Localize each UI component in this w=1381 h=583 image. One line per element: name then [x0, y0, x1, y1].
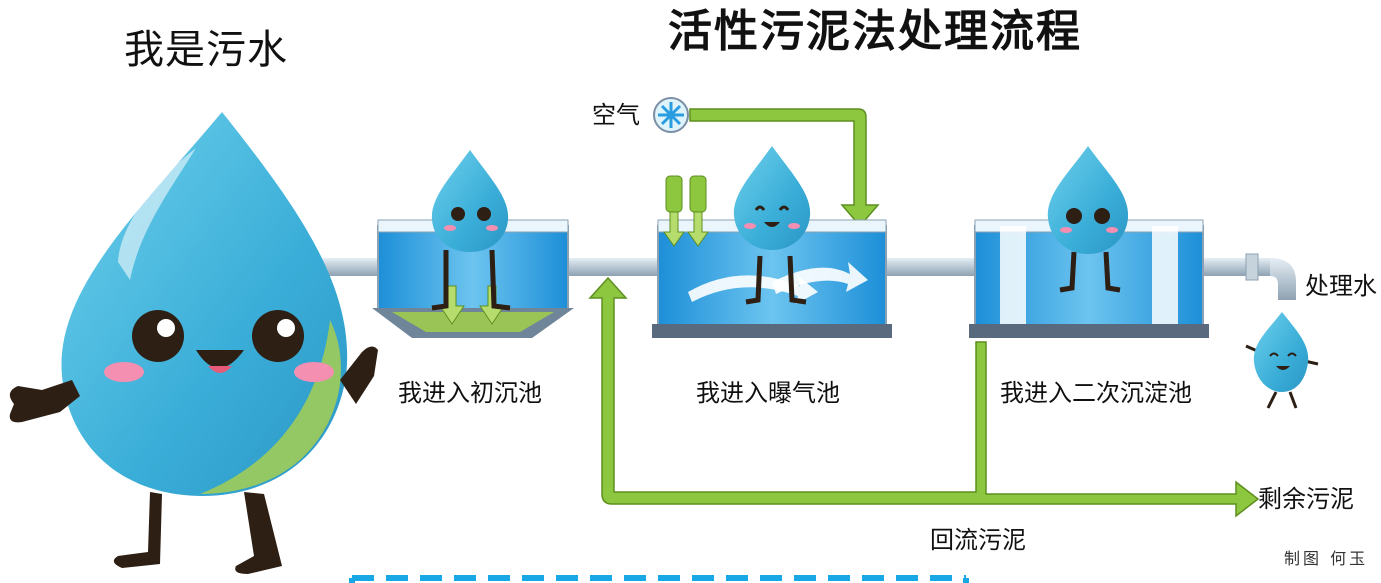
air-label: 空气: [592, 101, 640, 129]
mascot-treated-water: [1245, 312, 1319, 409]
air-pipe: [689, 108, 880, 228]
return-sludge-line: [588, 276, 1260, 518]
main-pipe: [322, 253, 1296, 300]
stage-aeration-label: 我进入曝气池: [696, 379, 840, 407]
mascot-secondary: [1047, 146, 1129, 293]
mascot-water-drop: [9, 112, 378, 574]
return-sludge-label: 回流污泥: [930, 526, 1026, 554]
stage-primary-label: 我进入初沉池: [398, 379, 542, 407]
treated-water-label: 处理水: [1305, 272, 1377, 300]
primary-tank: [372, 219, 574, 338]
page-title: 活性污泥法处理流程: [668, 6, 1082, 57]
mascot-primary: [431, 150, 511, 311]
mascot-aeration: [733, 146, 811, 305]
mascot-caption: 我是污水: [124, 27, 288, 73]
excess-sludge-label: 剩余污泥: [1258, 485, 1354, 513]
air-blower-icon: [653, 97, 689, 133]
credit-text: 制图 何玉: [1284, 549, 1369, 568]
stage-secondary-label: 我进入二次沉淀池: [1000, 379, 1192, 407]
